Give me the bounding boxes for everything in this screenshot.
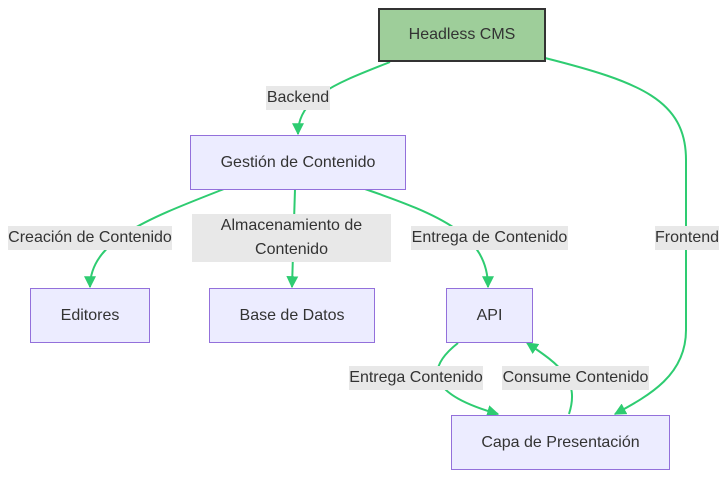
node-headless-cms[interactable]: Headless CMS	[378, 8, 546, 62]
node-editores[interactable]: Editores	[30, 288, 150, 343]
edge-label-entrega-contenido: Entrega Contenido	[349, 366, 483, 390]
node-base-de-datos-label: Base de Datos	[239, 306, 345, 324]
edge-label-frontend: Frontend	[655, 226, 719, 250]
node-gestion-contenido[interactable]: Gestión de Contenido	[190, 135, 406, 190]
edge-label-backend: Backend	[266, 86, 330, 110]
edge-label-almacenamiento: Almacenamiento de Contenido	[192, 214, 391, 262]
edge-label-creacion: Creación de Contenido	[8, 226, 172, 250]
node-base-de-datos[interactable]: Base de Datos	[209, 288, 375, 343]
node-headless-cms-label: Headless CMS	[408, 26, 516, 43]
edge-label-entrega-api: Entrega de Contenido	[411, 226, 568, 250]
edge-frontend	[544, 57, 687, 415]
node-gestion-contenido-label: Gestión de Contenido	[220, 153, 376, 171]
edge-label-consume-contenido: Consume Contenido	[502, 366, 649, 390]
node-capa-presentacion-label: Capa de Presentación	[481, 433, 640, 451]
node-editores-label: Editores	[60, 306, 120, 324]
node-api-label: API	[476, 306, 503, 324]
node-api[interactable]: API	[446, 288, 533, 343]
node-capa-presentacion[interactable]: Capa de Presentación	[451, 415, 670, 470]
